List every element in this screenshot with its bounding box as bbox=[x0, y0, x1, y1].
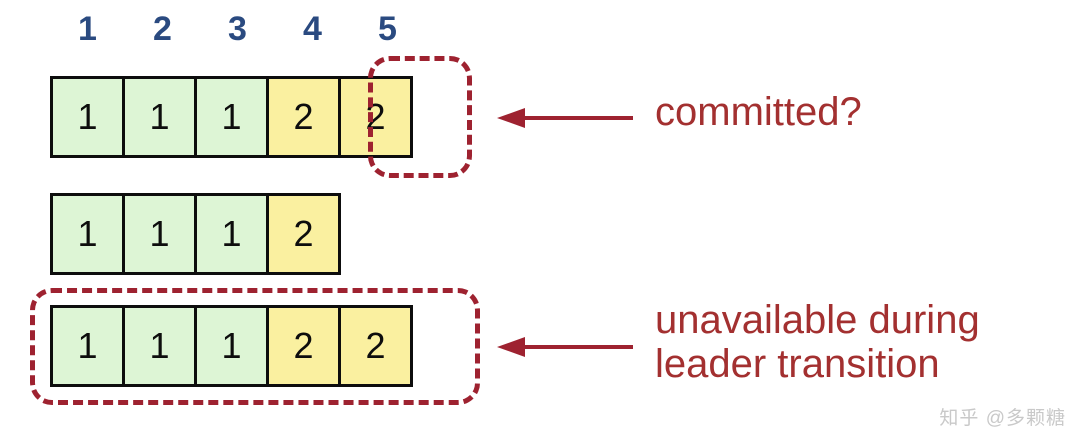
arrow-committed bbox=[495, 103, 635, 138]
log-row-2: 1 1 1 2 bbox=[50, 193, 341, 275]
log-cell-r1-c2: 1 bbox=[122, 76, 197, 158]
log-cell-r1-c5: 2 bbox=[338, 76, 413, 158]
watermark: 知乎 @多颗糖 bbox=[939, 408, 1066, 429]
log-cell-r2-c4: 2 bbox=[266, 193, 341, 275]
log-cell-r2-c3: 1 bbox=[194, 193, 269, 275]
column-index-5: 5 bbox=[378, 10, 397, 48]
log-cell-r3-c1: 1 bbox=[50, 305, 125, 387]
column-index-3: 3 bbox=[228, 10, 247, 48]
log-cell-r1-c1: 1 bbox=[50, 76, 125, 158]
log-cell-r3-c2: 1 bbox=[122, 305, 197, 387]
log-cell-r2-c2: 1 bbox=[122, 193, 197, 275]
log-cell-r1-c4: 2 bbox=[266, 76, 341, 158]
unavailable-label: unavailable during leader transition bbox=[655, 298, 980, 386]
log-cell-r1-c3: 1 bbox=[194, 76, 269, 158]
log-cell-r2-c1: 1 bbox=[50, 193, 125, 275]
column-index-2: 2 bbox=[153, 10, 172, 48]
log-cell-r3-c3: 1 bbox=[194, 305, 269, 387]
log-cell-r3-c5: 2 bbox=[338, 305, 413, 387]
log-cell-r3-c4: 2 bbox=[266, 305, 341, 387]
column-index-1: 1 bbox=[78, 10, 97, 48]
log-row-3: 1 1 1 2 2 bbox=[50, 305, 413, 387]
log-row-1: 1 1 1 2 2 bbox=[50, 76, 413, 158]
arrow-unavailable bbox=[495, 332, 635, 367]
committed-question-label: committed? bbox=[655, 90, 862, 134]
column-index-4: 4 bbox=[303, 10, 322, 48]
